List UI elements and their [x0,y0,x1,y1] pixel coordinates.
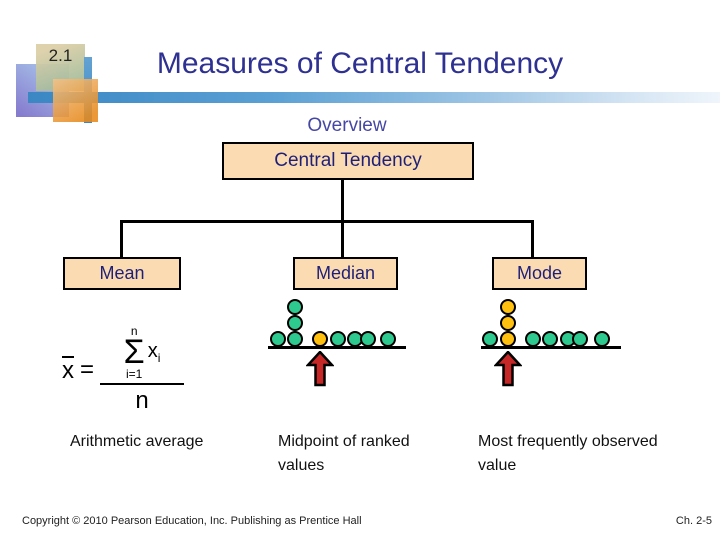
mode-dot-plot-baseline [481,346,621,349]
median-dot-plot-dot [287,299,303,315]
formula-term: xi [148,340,161,365]
connector-vertical-left [120,220,123,258]
page-title: Measures of Central Tendency [156,47,564,80]
formula-denominator: n [135,386,149,414]
description-mean: Arithmetic average [70,433,204,450]
mode-dot-plot-dot [594,331,610,347]
logo-orange-square [53,79,98,122]
median-dot-plot-arrow-icon [306,351,334,387]
mode-dot-plot-dot [500,331,516,347]
root-box-central-tendency: Central Tendency [222,142,474,180]
title-underline-bar [28,92,720,103]
median-dot-plot-baseline [268,346,406,349]
median-dot-plot-dot [360,331,376,347]
formula-xbar: x [62,356,74,385]
mode-dot-plot-dot [500,299,516,315]
description-median: Midpoint of ranked values [278,433,410,474]
section-number: 2.1 [48,46,73,65]
description-mode: Most frequently observed value [478,433,658,474]
formula-sum-lower: i=1 [125,366,143,381]
median-dot-plot-dot [380,331,396,347]
median-dot-plot-dot [330,331,346,347]
formula-sum-upper: n [130,324,138,338]
node-box-mean: Mean [63,257,181,290]
median-dot-plot-dot [270,331,286,347]
formula-fraction: n Σ i=1 xi n [100,325,185,415]
overview-label: Overview [307,115,387,136]
mode-dot-plot-dot [542,331,558,347]
node-box-median: Median [293,257,398,290]
formula-sigma-block: n Σ i=1 [124,325,145,380]
slide-number: Ch. 2-5 [675,515,712,527]
formula-term-subscript: i [157,350,161,365]
median-dot-plot-dot [287,315,303,331]
mode-dot-plot-dot [525,331,541,347]
formula-equals: = [80,355,95,383]
connector-vertical-center [341,180,344,258]
node-box-mode: Mode [492,257,587,290]
median-dot-plot-dot [287,331,303,347]
formula-fraction-bar [100,382,185,385]
connector-horizontal [120,220,534,223]
median-dot-plot-dot [312,331,328,347]
copyright-text: Copyright © 2010 Pearson Education, Inc.… [22,515,362,527]
sigma-icon: Σ [123,333,145,371]
mode-dot-plot-dot [482,331,498,347]
mean-formula: x = n Σ i=1 xi n [62,325,185,415]
mode-dot-plot-arrow-icon [494,351,522,387]
mode-dot-plot-dot [500,315,516,331]
mode-dot-plot-dot [572,331,588,347]
formula-numerator: n Σ i=1 xi [124,325,161,380]
formula-term-x: x [147,339,158,362]
connector-vertical-right [531,220,534,258]
